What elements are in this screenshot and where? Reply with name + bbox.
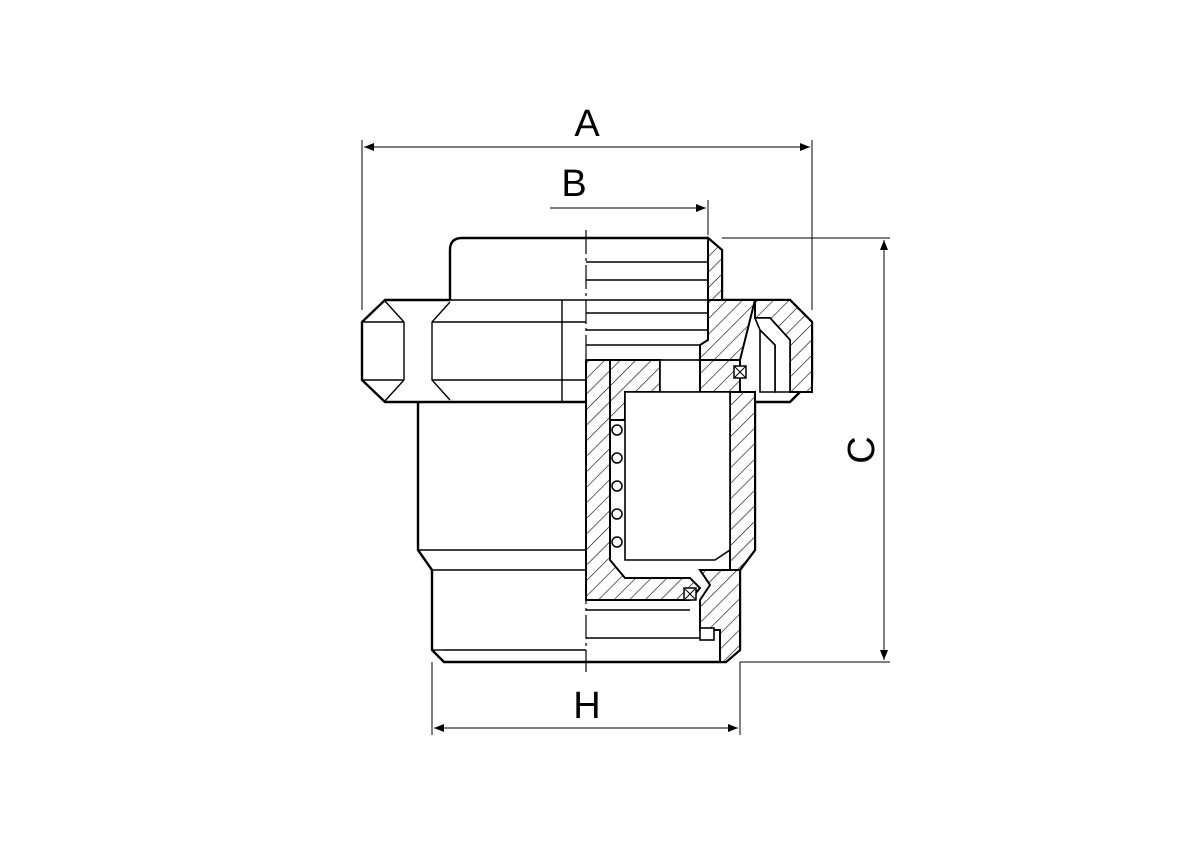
label-b: B — [561, 163, 586, 205]
spring — [611, 424, 623, 548]
dimension-b — [550, 200, 709, 235]
dimension-a — [361, 140, 813, 310]
fitting-section — [585, 235, 814, 664]
dimension-h — [431, 662, 741, 735]
label-h: H — [573, 685, 600, 727]
label-a: A — [574, 103, 600, 145]
fitting-body — [360, 236, 586, 664]
dimension-c — [722, 237, 890, 663]
label-c: C — [841, 436, 883, 463]
